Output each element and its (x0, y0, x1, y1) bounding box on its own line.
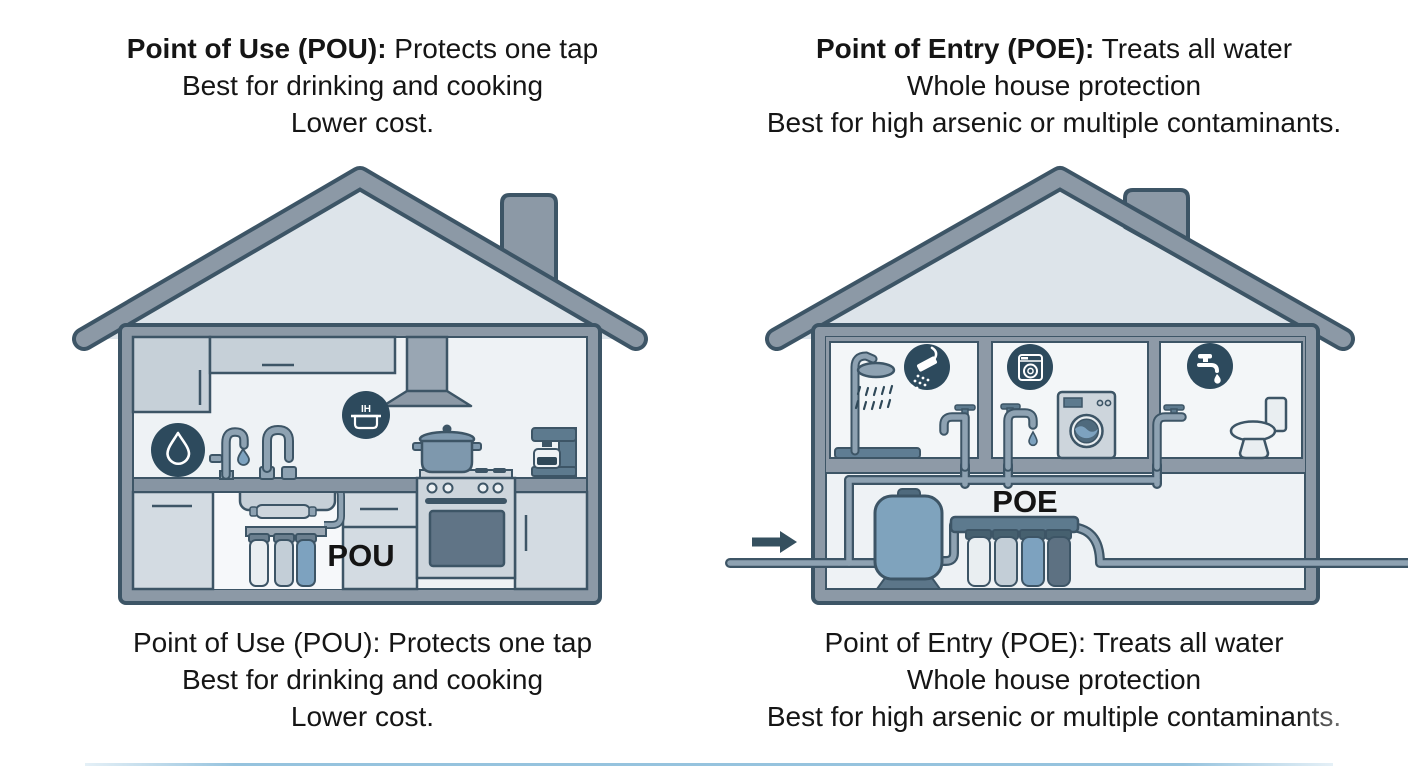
pou-header-line2: Best for drinking and cooking (181, 70, 544, 101)
shower-head (856, 361, 896, 379)
poe-cartridge-blue (1021, 536, 1045, 587)
poe-filter-bank (949, 515, 1080, 587)
roof-left (76, 170, 644, 347)
filter-cartridge-white (249, 539, 269, 587)
washing-machine (1056, 390, 1117, 460)
pou-header-line1: Point of Use (POU): Protects one tap (40, 30, 685, 67)
pou-header-rest: Protects one tap (386, 33, 599, 64)
shower-icon-spray (910, 374, 930, 390)
poe-cartridge-gray (994, 536, 1018, 587)
faucet-room1 (939, 404, 976, 472)
base-cabinet-right (513, 490, 589, 591)
poe-header-line3: Best for high arsenic or multiple contam… (766, 107, 1342, 138)
water-drip (1028, 430, 1038, 447)
gable-left (106, 183, 614, 339)
filter-cartridge-gray (274, 539, 294, 587)
filter-cartridge-blue (296, 539, 316, 587)
oven-handle (425, 498, 507, 504)
poe-cartridge-white (967, 536, 991, 587)
poe-header-rest: Treats all water (1094, 33, 1293, 64)
pot-icon-text: IH (361, 404, 371, 415)
oven-window (428, 509, 506, 568)
kitchen-faucet-filtered (259, 424, 297, 480)
shower-tray (834, 447, 921, 459)
drawer-stack (341, 490, 419, 591)
shower-icon (904, 344, 950, 390)
water-inflow-arrow-icon (752, 531, 797, 553)
poe-header: Point of Entry (POE): Treats all water W… (718, 30, 1390, 141)
pou-house-diagram: IH POU (72, 166, 648, 605)
poe-label: POE (992, 484, 1057, 519)
faucet-handle (209, 454, 223, 463)
faucet-room3 (1152, 404, 1187, 472)
pou-label: POU (327, 538, 394, 573)
washing-machine-icon (1007, 344, 1053, 390)
poe-caption-line2: Whole house protection (906, 664, 1202, 695)
cooking-pot-icon: IH (342, 391, 390, 439)
poe-caption-line3: Best for high arsenic or multiple contam… (766, 701, 1342, 732)
shower-spray (854, 384, 894, 411)
water-drip (237, 447, 250, 466)
roof-right (769, 170, 1351, 347)
faucet-drip-icon (1187, 343, 1233, 389)
pou-header: Point of Use (POU): Protects one tap Bes… (40, 30, 685, 141)
poe-house-diagram: POE (725, 166, 1408, 605)
shower-fixture (834, 351, 921, 459)
poe-header-bold: Point of Entry (POE): (815, 33, 1095, 64)
pou-caption-line2: Best for drinking and cooking (181, 664, 544, 695)
poe-header-line1: Point of Entry (POE): Treats all water (718, 30, 1390, 67)
pou-caption-line1: Point of Use (POU): Protects one tap (132, 627, 593, 658)
stove-oven (415, 468, 517, 580)
kitchen-counter (132, 477, 588, 493)
poe-header-line2: Whole house protection (906, 70, 1202, 101)
toilet (1229, 396, 1288, 460)
base-cabinet-left (131, 490, 215, 591)
range-hood (381, 335, 473, 408)
washer-water (1075, 426, 1098, 439)
gable-right (801, 182, 1319, 339)
poe-cartridge-dark (1047, 536, 1071, 587)
faucet-room2 (1000, 403, 1038, 472)
water-drop-icon (151, 423, 205, 477)
cooking-pot (412, 424, 482, 474)
pou-filter-system (245, 504, 327, 587)
pou-caption: Point of Use (POU): Protects one tap Bes… (40, 624, 685, 735)
poe-tank (873, 488, 944, 590)
kitchen-upper-cabinets (131, 335, 397, 414)
pou-header-line3: Lower cost. (290, 107, 435, 138)
poe-caption: Point of Entry (POE): Treats all water W… (718, 624, 1390, 735)
coffee-maker (531, 427, 577, 477)
poe-caption-line1: Point of Entry (POE): Treats all water (824, 627, 1284, 658)
pou-caption-line3: Lower cost. (290, 701, 435, 732)
bottom-accent-line (85, 763, 1333, 766)
pou-header-bold: Point of Use (POU): (126, 33, 387, 64)
kitchen-faucet-main (209, 427, 249, 480)
